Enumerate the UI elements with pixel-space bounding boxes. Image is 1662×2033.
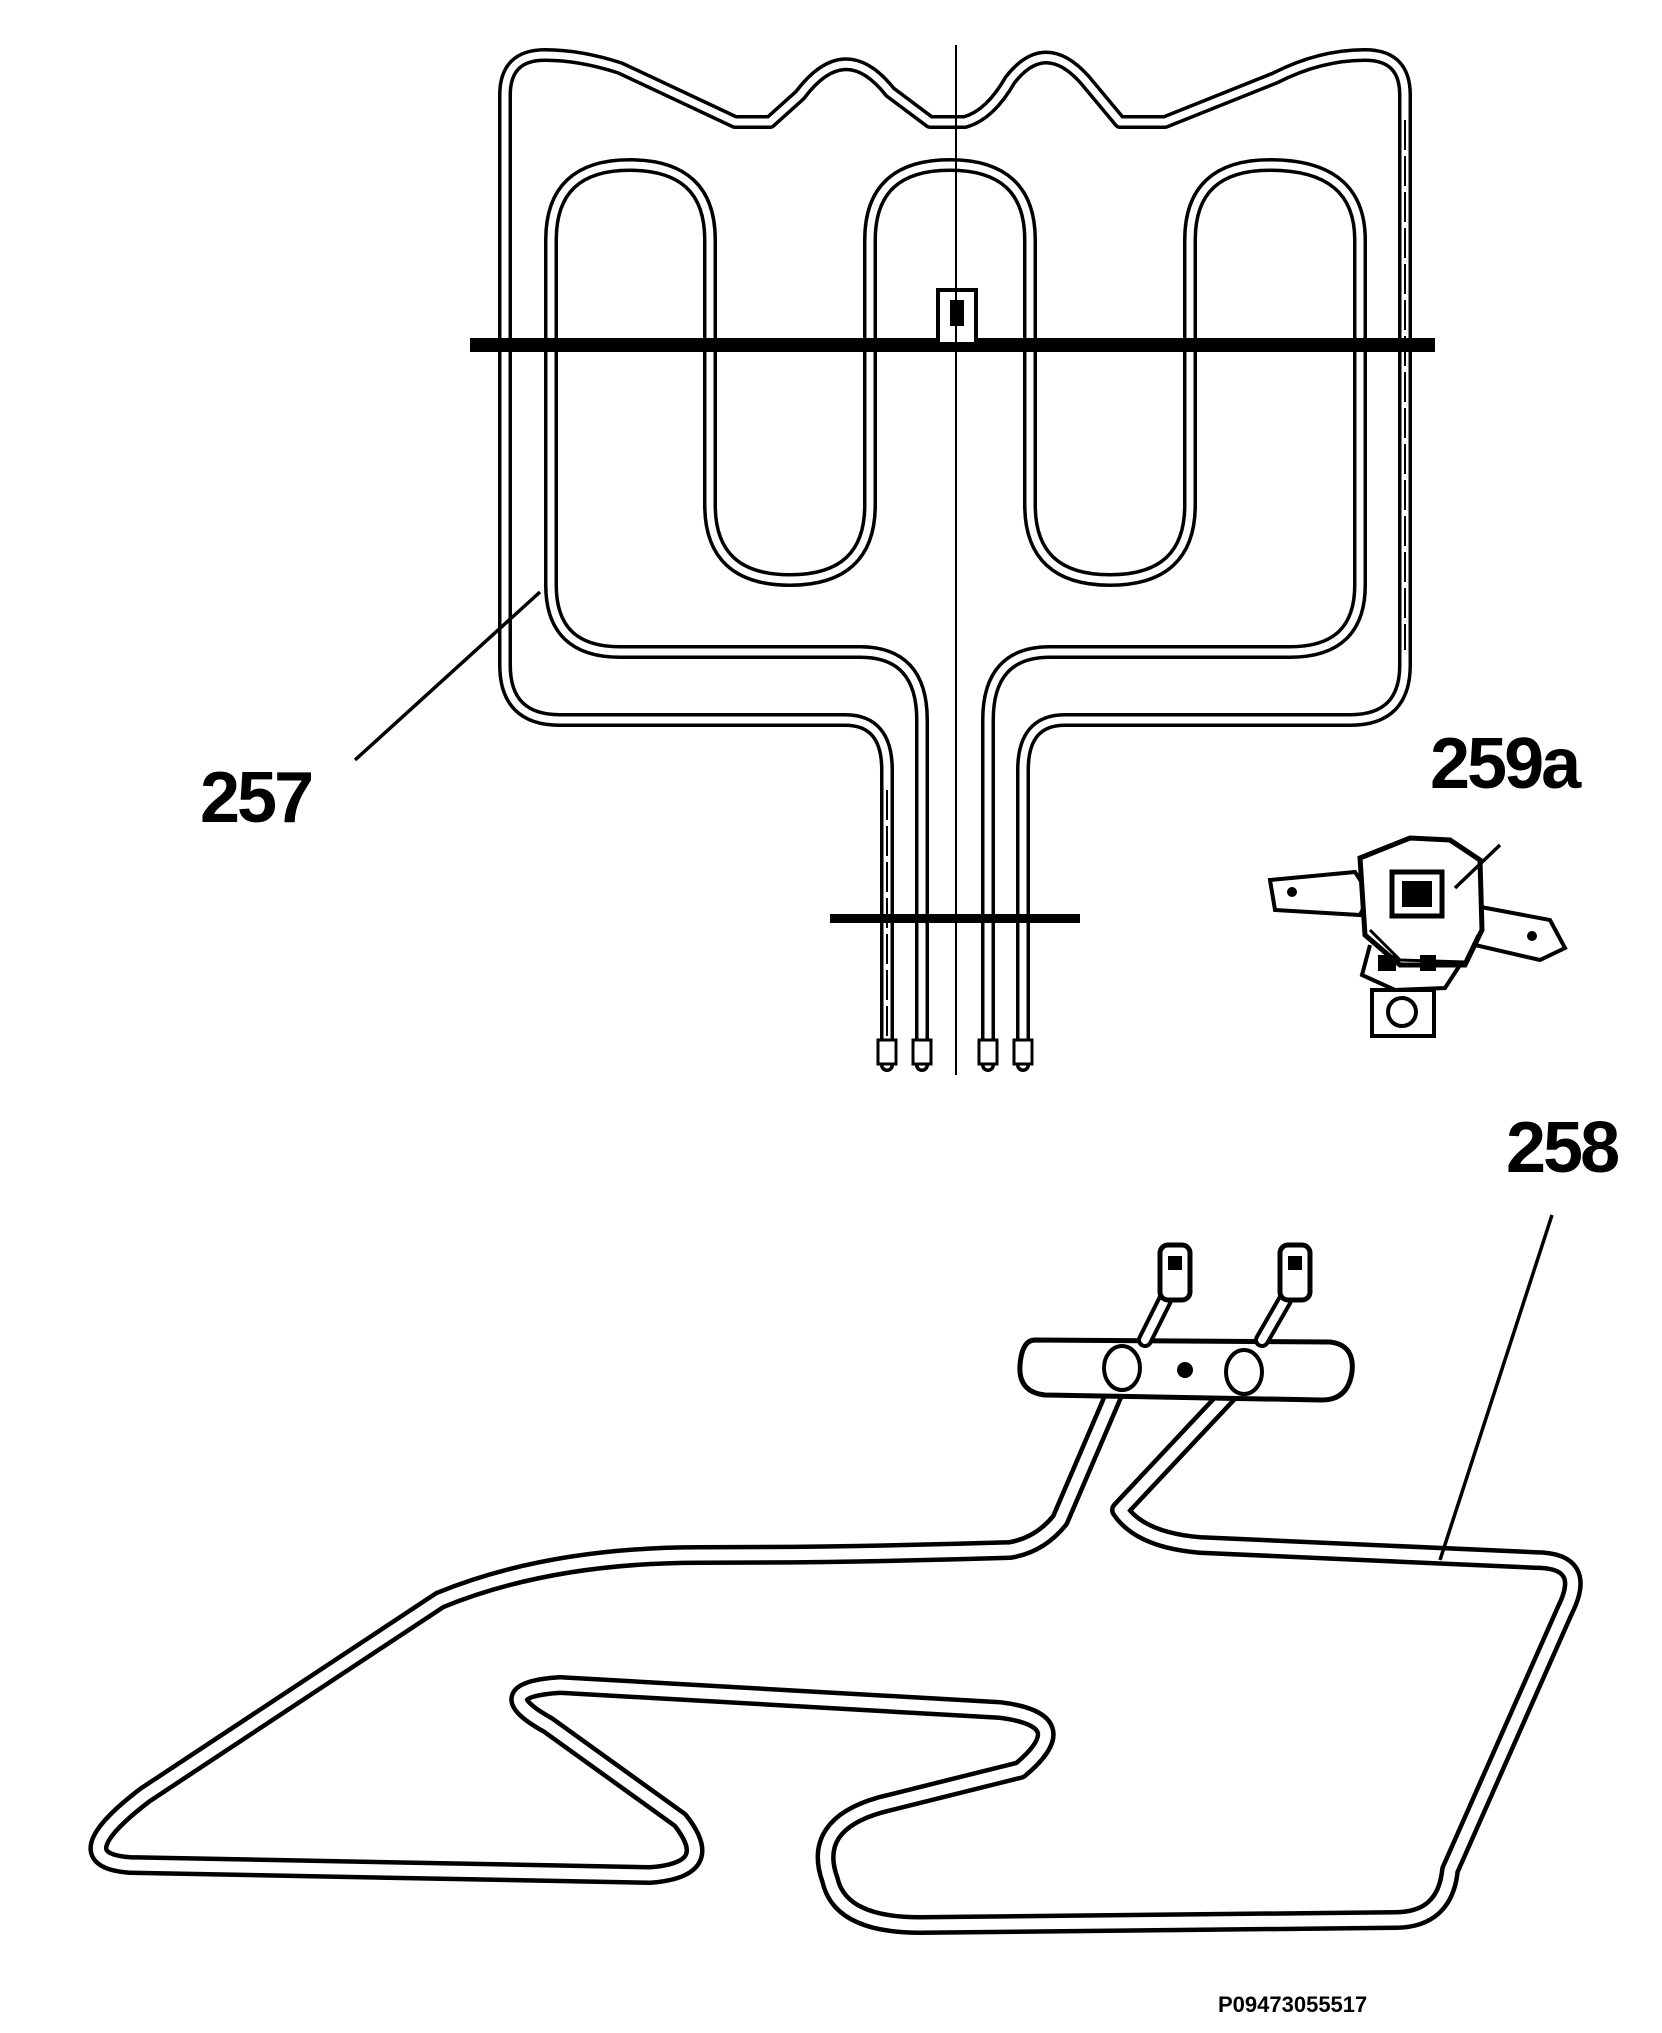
callout-257: 257 [200, 758, 314, 838]
bottom-element-tube [88, 1370, 1583, 1935]
leader-line-257 [353, 590, 542, 762]
bottom-heating-element [88, 1214, 1583, 1935]
leader-line-258 [1438, 1214, 1554, 1561]
callout-259a: 259a [1430, 724, 1581, 804]
leader-line-259a [1453, 843, 1502, 890]
grill-heating-element [353, 45, 1435, 1075]
callout-258: 258 [1506, 1108, 1620, 1188]
grill-element-terminals [876, 1038, 1034, 1066]
thermostat-part [1267, 835, 1568, 1038]
grill-element-terminal-plate [830, 914, 1080, 923]
bottom-element-terminals [1137, 1242, 1313, 1348]
drawing-reference-id: P09473055517 [1218, 1992, 1368, 2017]
